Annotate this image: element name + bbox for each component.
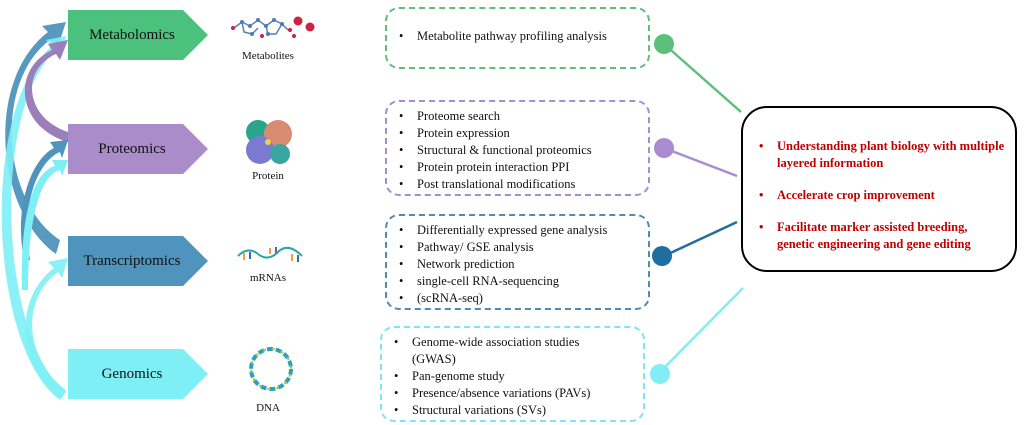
icon-label-metabolites: Metabolites (242, 50, 294, 62)
icon-label-mrnas: mRNAs (249, 272, 287, 284)
arrow-proteomics-to-metabolomics (24, 40, 68, 142)
icon-label-protein: Protein (252, 170, 284, 182)
analysis-item: Genome-wide association studies (394, 334, 635, 351)
arrow-transcriptomics-to-metabolomics (5, 22, 66, 254)
omic-genomics: Genomics (68, 349, 208, 399)
analysis-item: Proteome search (399, 108, 640, 125)
analysis-item: Post translational modifications (399, 176, 640, 193)
omic-transcriptomics: Transcriptomics (68, 236, 208, 286)
omic-label-proteomics: Proteomics (98, 140, 166, 157)
arrow-genomics-to-proteomics (21, 160, 68, 290)
icon-label-dna: DNA (256, 402, 280, 414)
omic-metabolomics: Metabolomics (68, 10, 208, 60)
connector-dot-metabolomics (654, 34, 674, 54)
protein-structure-icon (246, 120, 292, 164)
omic-label-metabolomics: Metabolomics (89, 26, 175, 43)
analysis-item-continuation: (GWAS) (412, 352, 456, 366)
analysis-item: Presence/absence variations (PAVs) (394, 385, 635, 402)
connector-dot-genomics (650, 364, 670, 384)
connector-line-proteomics (663, 146, 738, 178)
omic-label-genomics: Genomics (101, 365, 163, 382)
arrow-genomics-to-metabolomics (1, 36, 66, 400)
analysis-item: Pathway/ GSE analysis (399, 239, 640, 256)
analysis-item: single-cell RNA-sequencing (399, 273, 640, 290)
connector-dot-transcriptomics (652, 246, 672, 266)
analysis-item: Structural variations (SVs) (394, 402, 635, 419)
outcome-item: Accelerate crop improvement (759, 187, 1005, 204)
molecule-icon (231, 16, 315, 38)
analysis-item: Structural & functional proteomics (399, 142, 640, 159)
analysis-box-proteomics: Proteome search Protein expression Struc… (385, 100, 650, 196)
curved-arrows (1, 22, 68, 400)
omic-label-transcriptomics: Transcriptomics (83, 252, 181, 269)
outcomes-box: Understanding plant biology with multipl… (741, 106, 1017, 272)
analysis-item: Differentially expressed gene analysis (399, 222, 640, 239)
analysis-item: Metabolite pathway profiling analysis (399, 28, 640, 45)
outcome-item: Facilitate marker assisted breeding, gen… (759, 219, 1005, 253)
mrna-strand-icon (237, 246, 303, 262)
arrow-genomics-to-transcriptomics (25, 258, 68, 398)
analysis-box-genomics: Genome-wide association studies (GWAS) P… (380, 326, 645, 422)
analysis-item: Pan-genome study (394, 368, 635, 385)
analysis-box-transcriptomics: Differentially expressed gene analysis P… (385, 214, 650, 310)
omic-proteomics: Proteomics (68, 124, 208, 174)
analysis-item: Protein expression (399, 125, 640, 142)
connector-dot-proteomics (654, 138, 674, 158)
connector-line-genomics (659, 287, 744, 373)
analysis-box-metabolomics: Metabolite pathway profiling analysis (385, 7, 650, 69)
dna-ring-icon (249, 347, 293, 391)
analysis-item: Network prediction (399, 256, 640, 273)
analysis-item: (scRNA-seq) (399, 290, 640, 307)
connector-line-metabolomics (663, 43, 742, 113)
outcome-item: Understanding plant biology with multipl… (759, 138, 1005, 172)
connector-line-transcriptomics (663, 220, 738, 258)
analysis-item: Protein protein interaction PPI (399, 159, 640, 176)
